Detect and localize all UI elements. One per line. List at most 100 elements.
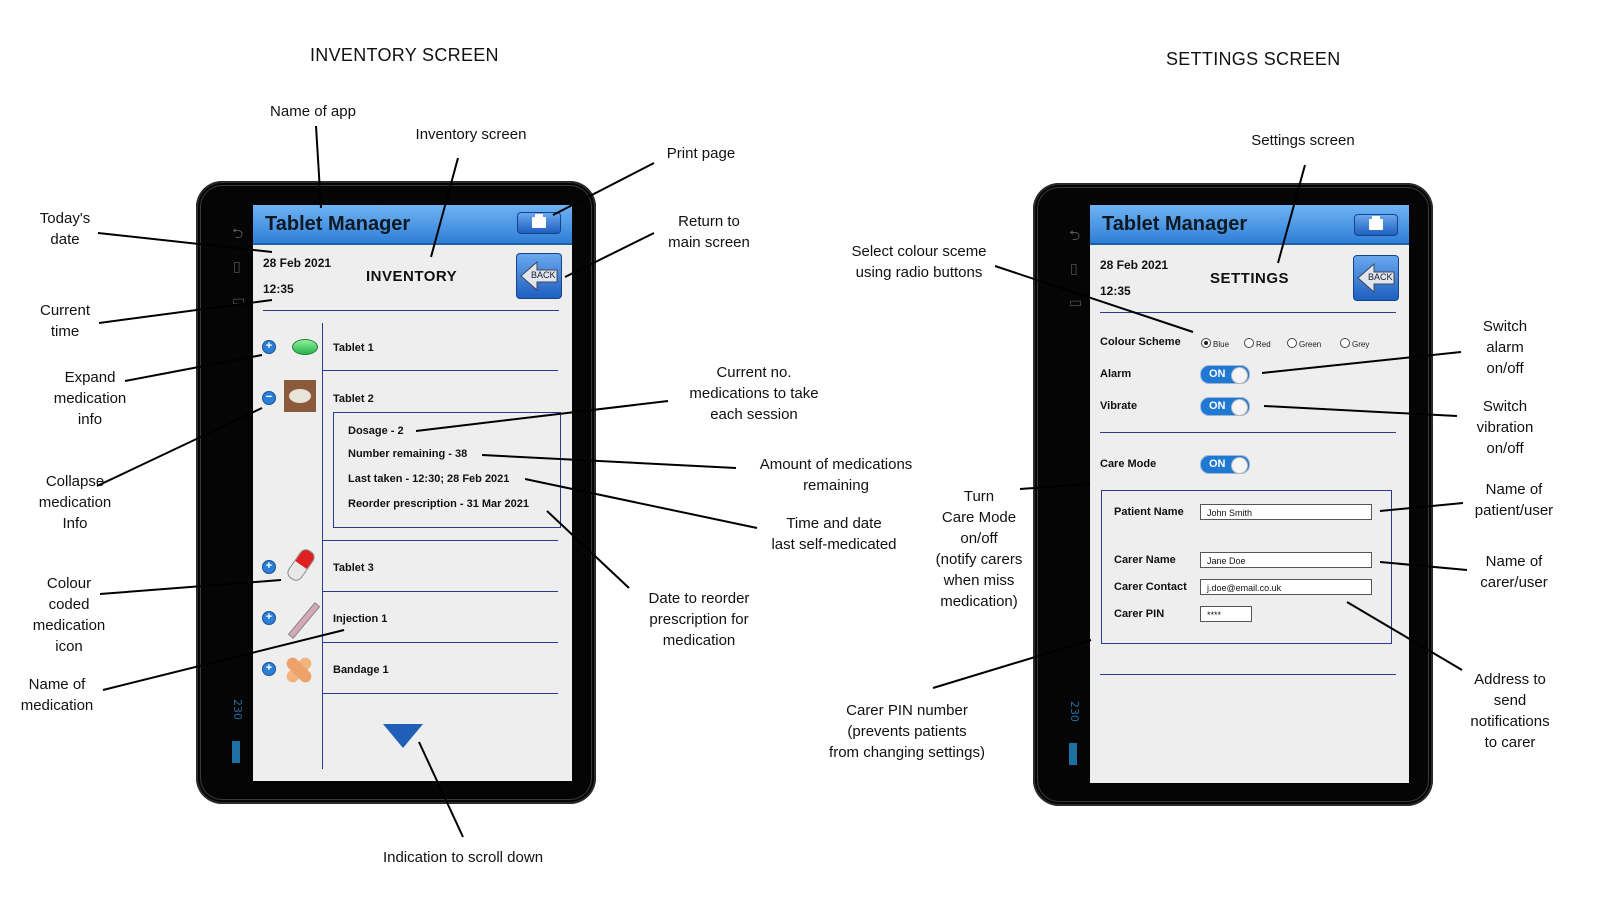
annotation-current-time: Current time [39,302,91,340]
annotation-name-patient: Name of patient/user [1474,481,1554,519]
print-button[interactable] [517,212,561,234]
remaining-text: Number remaining - 38 [348,448,468,460]
printer-icon [532,214,546,228]
app-title: Tablet Manager [265,213,411,235]
expand-bandage-1-button[interactable]: + [262,662,276,676]
green-tablet-icon [292,339,318,355]
annotation-switch-vibration: Switch vibration on/off [1476,398,1534,457]
printer-icon [1369,216,1383,230]
home-nav-icon[interactable]: ▯ [1070,261,1078,277]
print-button[interactable] [1354,214,1398,236]
recent-apps-icon[interactable]: ▭ [232,293,246,309]
inventory-screen-heading: INVENTORY SCREEN [310,45,499,65]
last-taken-text: Last taken - 12:30; 28 Feb 2021 [348,473,510,485]
annotation-turn-care-mode: Turn Care Mode on/off (notify carers whe… [935,488,1023,610]
radio-green[interactable]: Green [1287,338,1321,349]
status-bar: 230 [1068,701,1081,722]
patient-name-label: Patient Name [1114,506,1184,518]
annotation-expand-info: Expand medication info [53,369,127,428]
annotation-settings-screen: Settings screen [1251,132,1355,149]
vibrate-label: Vibrate [1100,400,1138,412]
med-name-injection-1: Injection 1 [333,613,388,625]
annotation-scroll-down: Indication to scroll down [382,849,544,866]
med-name-tablet-2: Tablet 2 [333,393,374,405]
app-bar: Tablet Manager [253,205,572,245]
inventory-screen: Tablet Manager 28 Feb 2021 12:35 INVENTO… [253,205,572,781]
annotation-collapse-info: Collapse medication Info [38,473,112,532]
carer-contact-field[interactable]: j.doe@email.co.uk [1200,579,1372,595]
expand-tablet-3-button[interactable]: + [262,560,276,574]
annotation-name-carer: Name of carer/user [1480,553,1548,591]
expand-tablet-1-button[interactable]: + [262,340,276,354]
back-label: BACK [531,270,556,280]
carer-contact-label: Carer Contact [1114,581,1187,593]
alarm-toggle[interactable]: ON [1200,365,1250,384]
annotation-address-notify: Address to send notifications to carer [1470,671,1550,751]
care-mode-toggle[interactable]: ON [1200,455,1250,474]
white-tablet-icon [284,380,316,412]
dosage-text: Dosage - 2 [348,425,404,437]
back-label: BACK [1368,272,1393,282]
syringe-icon [287,602,321,639]
care-mode-label: Care Mode [1100,458,1157,470]
page-title: INVENTORY [366,268,458,285]
settings-screen-heading: SETTINGS SCREEN [1166,49,1341,69]
annotation-colour-icon: Colour coded medication icon [32,575,106,655]
annotation-inventory-screen: Inventory screen [415,126,527,143]
med-name-tablet-3: Tablet 3 [333,562,374,574]
colour-scheme-label: Colour Scheme [1100,336,1181,348]
med-name-bandage-1: Bandage 1 [333,664,389,676]
radio-red[interactable]: Red [1244,338,1271,349]
back-arrow-icon [520,260,558,292]
battery-icon [232,741,240,763]
collapse-tablet-2-button[interactable]: − [262,391,276,405]
patient-name-field[interactable]: John Smith [1200,504,1372,520]
care-details-panel: Patient Name John Smith Carer Name Jane … [1101,490,1392,644]
back-nav-icon[interactable]: ⮌ [232,226,244,242]
status-bar: 230 [231,699,244,720]
back-arrow-icon [1357,262,1395,294]
home-nav-icon[interactable]: ▯ [233,259,241,275]
scroll-down-arrow[interactable] [383,724,423,748]
annotation-select-colour: Select colour sceme using radio buttons [851,243,987,281]
reorder-text: Reorder prescription - 31 Mar 2021 [348,498,529,510]
annotation-amount-remaining: Amount of medications remaining [759,456,913,494]
back-button[interactable]: BACK [516,253,562,299]
current-time: 12:35 [1100,284,1131,298]
med-name-tablet-1: Tablet 1 [333,342,374,354]
carer-name-field[interactable]: Jane Doe [1200,552,1372,568]
recent-apps-icon[interactable]: ▭ [1069,295,1083,311]
annotation-current-no: Current no. medications to take each ses… [689,364,819,423]
current-time: 12:35 [263,282,294,296]
carer-name-label: Carer Name [1114,554,1176,566]
annotation-name-medication: Name of medication [20,676,94,714]
app-title: Tablet Manager [1102,213,1248,235]
medication-details-panel: Dosage - 2 Number remaining - 38 Last ta… [333,412,561,528]
today-date: 28 Feb 2021 [1100,258,1169,272]
annotation-name-of-app: Name of app [270,103,356,120]
annotation-switch-alarm: Switch alarm on/off [1482,318,1528,377]
back-button[interactable]: BACK [1353,255,1399,301]
expand-injection-1-button[interactable]: + [262,611,276,625]
today-date: 28 Feb 2021 [263,256,332,270]
back-nav-icon[interactable]: ⮌ [1069,228,1081,244]
bandage-icon [284,655,314,685]
annotation-return-main: Return to main screen [668,213,750,251]
radio-grey[interactable]: Grey [1340,338,1369,349]
radio-blue[interactable]: Blue [1201,338,1229,349]
vibrate-toggle[interactable]: ON [1200,397,1250,416]
app-bar: Tablet Manager [1090,205,1409,245]
annotation-print-page: Print page [666,145,736,162]
alarm-label: Alarm [1100,368,1132,380]
annotation-date-reorder: Date to reorder prescription for medicat… [648,590,750,649]
annotation-time-date-last: Time and date last self-medicated [771,515,897,553]
carer-pin-field[interactable]: **** [1200,606,1252,622]
settings-tablet: ⮌ ▯ ▭ 230 Tablet Manager 28 Feb 2021 12:… [1033,183,1433,806]
carer-pin-label: Carer PIN [1114,608,1165,620]
red-capsule-icon [284,546,318,584]
settings-screen: Tablet Manager 28 Feb 2021 12:35 SETTING… [1090,205,1409,783]
battery-icon [1069,743,1077,765]
page-title: SETTINGS [1210,270,1290,287]
annotation-carer-pin: Carer PIN number (prevents patients from… [829,702,985,761]
annotation-todays-date: Today's date [39,210,91,248]
